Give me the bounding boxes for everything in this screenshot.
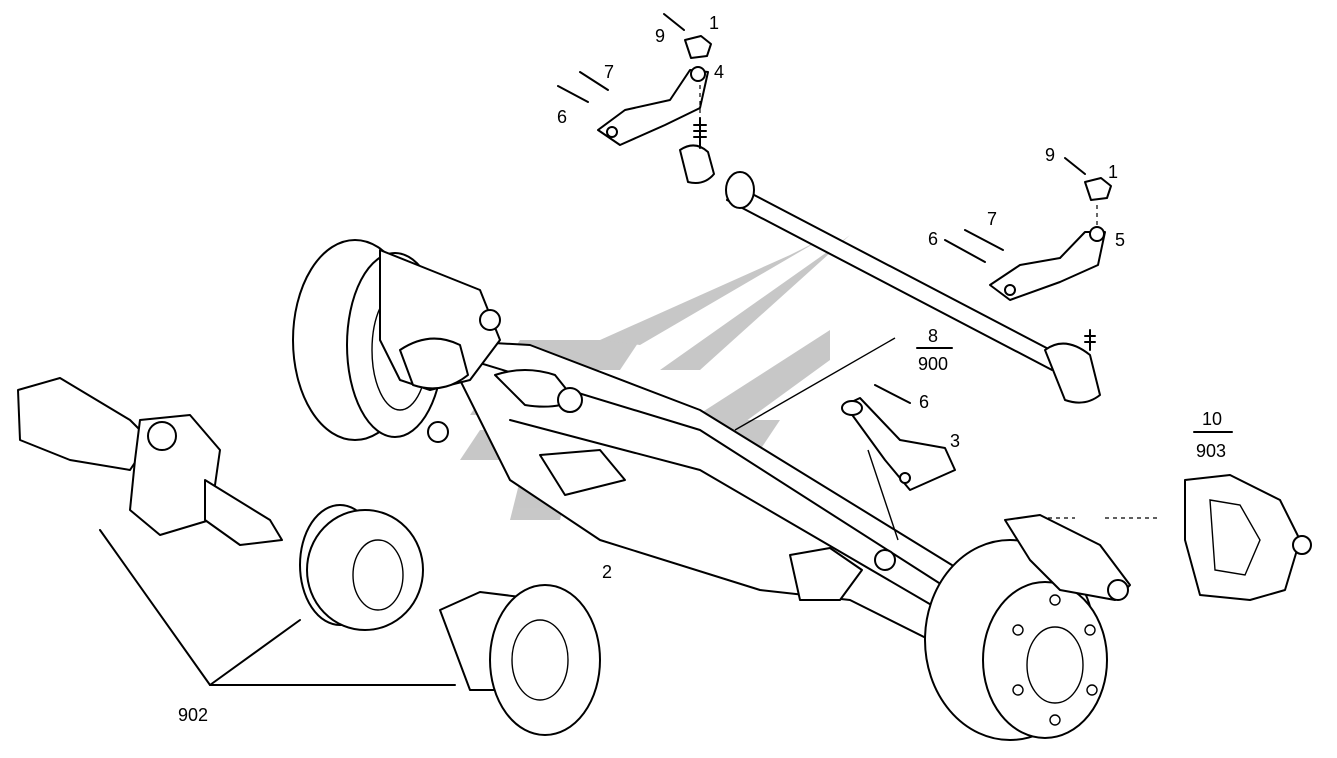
label-1-right: 1 [1108,162,1118,182]
tie-rod [679,117,1101,404]
label-6-lower: 6 [919,392,929,412]
knuckle-902 [17,377,283,546]
label-10-numerator: 10 [1202,409,1222,429]
label-903-denominator: 903 [1196,441,1226,461]
label-900-denominator: 900 [918,354,948,374]
label-3: 3 [950,431,960,451]
label-6-top: 6 [557,107,567,127]
label-8-numerator: 8 [928,326,938,346]
brake-disc-902 [299,504,424,631]
right-hub-assembly [924,514,1131,741]
label-5: 5 [1115,230,1125,250]
knuckle-903 [1048,474,1312,601]
label-902: 902 [178,705,208,725]
steering-arm-4 [557,13,712,146]
label-9-top: 9 [655,26,665,46]
callout-labels: 1 9 4 7 6 9 1 7 6 5 8 900 6 3 10 903 2 9… [178,13,1233,725]
label-6-right: 6 [928,229,938,249]
steering-arm-5 [944,157,1112,301]
label-2: 2 [602,562,612,582]
label-7-right: 7 [987,209,997,229]
label-7-top: 7 [604,62,614,82]
left-hub-assembly [292,239,501,443]
arm-3 [841,384,956,491]
label-9-right: 9 [1045,145,1055,165]
hub-902 [439,584,601,736]
leader-lines [99,337,899,686]
label-1-top: 1 [709,13,719,33]
axle-beam-2 [439,339,991,641]
label-4: 4 [714,62,724,82]
